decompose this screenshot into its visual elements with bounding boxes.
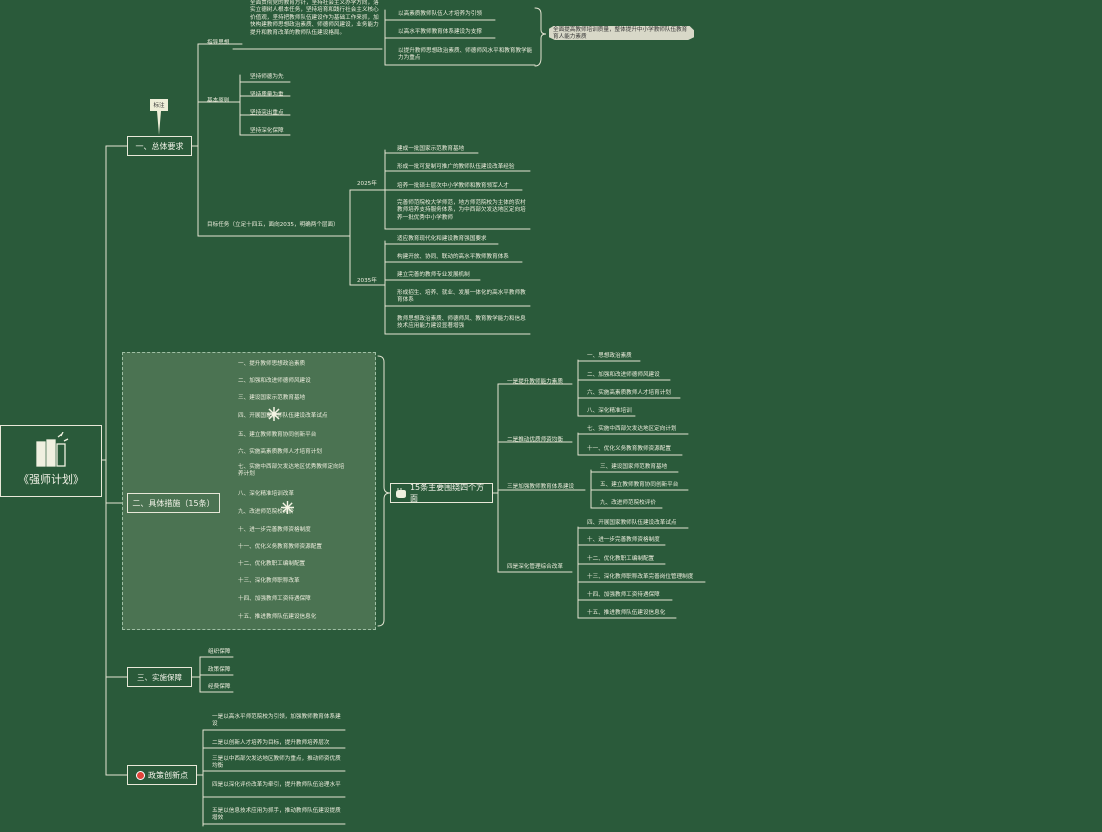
support-item[interactable]: 政策保障: [208, 667, 231, 673]
aspect-item[interactable]: 六、实施高素质教师人才培育计划: [587, 390, 671, 396]
innovation-item[interactable]: 三是以中西部欠发达地区教师为重点，推动师资优质均衡: [212, 756, 341, 770]
goal-2025-item[interactable]: 完善师范院校大学师范，地方师范院校为主体的农村教师培养支持服务体系，为中西部欠发…: [397, 200, 526, 221]
aspect-item[interactable]: 八、深化精准培训: [587, 408, 632, 414]
aspect-item[interactable]: 十三、深化教师职称改革完善岗位管理制度: [587, 574, 694, 580]
aspect-item[interactable]: 九、改进师范院校评价: [600, 500, 656, 506]
goal-2025-item[interactable]: 建成一批国家示范教育基地: [397, 146, 465, 152]
red-dot-icon: [136, 770, 145, 780]
branch-support[interactable]: 三、实施保障: [127, 667, 192, 687]
sparkle-icon: [267, 407, 281, 421]
aspect-item[interactable]: 七、实施中西部欠发达地区定向计划: [587, 426, 677, 432]
goal-2025-item[interactable]: 形成一批可复制可推广的教师队伍建设改革经验: [397, 164, 515, 170]
aspect-item[interactable]: 一、思想政治素质: [587, 353, 632, 359]
measure-item[interactable]: 一、提升教师思想政治素质: [238, 361, 306, 367]
measure-item[interactable]: 六、实施高素质教师人才培育计划: [238, 449, 322, 455]
measure-item[interactable]: 十、进一步完善教师资格制度: [238, 527, 311, 533]
goal-2035-item[interactable]: 形成招生、培养、就业、发展一体化的高水平教师教育体系: [397, 290, 526, 304]
root-title: 《强师计划》: [18, 473, 84, 486]
aspect-label[interactable]: 三是加强教师教育体系建设: [507, 484, 575, 490]
book-stack-icon: [36, 432, 69, 467]
aspect-item[interactable]: 五、建立教师教育协同创新平台: [600, 482, 679, 488]
measure-item[interactable]: 四、开展国家教师队伍建设改革试点: [238, 413, 328, 419]
measure-item[interactable]: 五、建立教师教育协同创新平台: [238, 432, 317, 438]
guiding-item[interactable]: 以提升教师思想政治素质、师德师风水平和教育教学能力为重点: [398, 48, 533, 62]
measure-item[interactable]: 十二、优化教职工编制配置: [238, 561, 306, 567]
principle-item[interactable]: 坚持深化保障: [250, 128, 284, 134]
measure-item[interactable]: 九、改进师范院校评价: [238, 509, 294, 515]
aspect-label[interactable]: 二是推动优质师资均衡: [507, 437, 563, 443]
principle-item[interactable]: 坚持师德为先: [250, 74, 284, 80]
measure-item[interactable]: 十四、加强教师工资待遇保障: [238, 596, 311, 602]
root-node[interactable]: 《强师计划》: [0, 425, 102, 497]
aspect-item[interactable]: 三、建设国家师范教育基地: [600, 464, 668, 470]
year-2035-label[interactable]: 2035年: [357, 278, 377, 284]
guiding-item[interactable]: 以高水平教师教育体系建设为支撑: [398, 29, 482, 35]
goals-label[interactable]: 目标任务（立足十四五，面向2035，明确两个层面）: [207, 222, 339, 228]
measure-item[interactable]: 七、实施中西部欠发达地区优秀教师定向培养计划: [238, 464, 345, 478]
guiding-summary[interactable]: 全面提高教师培训质量，整体提升中小学教师队伍教育育人能力素质: [549, 26, 694, 40]
aspect-label[interactable]: 四是深化管理综合改革: [507, 564, 563, 570]
sparkle-icon: [281, 501, 294, 514]
guiding-label[interactable]: 指导思想: [207, 40, 230, 46]
tag-pin-icon: [157, 111, 161, 135]
measure-item[interactable]: 八、深化精准培训改革: [238, 491, 294, 497]
innovation-item[interactable]: 五是以信息技术应用为抓手，推动教师队伍建设提质增效: [212, 808, 341, 822]
goal-2025-item[interactable]: 培养一批硕士层次中小学教师和教育领军人才: [397, 183, 509, 189]
note-tag[interactable]: 标注: [150, 99, 168, 111]
aspect-label[interactable]: 一是提升教师能力素质: [507, 379, 563, 385]
goal-2035-item[interactable]: 构建开放、协同、联动的高水平教师教育体系: [397, 254, 509, 260]
principle-item[interactable]: 坚持质量为重: [250, 92, 284, 98]
branch-measures[interactable]: 二、具体措施（15条）: [127, 493, 220, 513]
aspect-item[interactable]: 十一、优化义务教育教师资源配置: [587, 446, 671, 452]
support-item[interactable]: 组织保障: [208, 649, 231, 655]
measure-item[interactable]: 十一、优化义务教育教师资源配置: [238, 544, 322, 550]
measure-item[interactable]: 二、加强和改进师德师风建设: [238, 378, 311, 384]
goal-2035-item[interactable]: 教师思想政治素质、师德师风、教育教学能力和信息技术应用能力建设显著增强: [397, 316, 526, 330]
measures-group: [122, 352, 376, 630]
goal-2035-item[interactable]: 适应教育现代化和建设教育强国要求: [397, 236, 487, 242]
aspect-item[interactable]: 十、进一步完善教师资格制度: [587, 537, 660, 543]
goal-2035-item[interactable]: 建立完善的教师专业发展机制: [397, 272, 470, 278]
innovation-item[interactable]: 二是以创新人才培养为目标，提升教师培养层次: [212, 740, 330, 746]
aspects-hub-label: 15条主要围绕四个方面: [409, 483, 485, 503]
innovation-item[interactable]: 一是以高水平师范院校为引领，加强教师教育体系建设: [212, 714, 341, 728]
principles-label[interactable]: 基本原则: [207, 98, 230, 104]
aspect-item[interactable]: 十二、优化教职工编制配置: [587, 556, 655, 562]
innovation-item[interactable]: 四是以深化评价改革为牵引，提升教师队伍治理水平: [212, 782, 341, 788]
branch-innovation-label: 政策创新点: [148, 770, 188, 780]
branch-innovation[interactable]: 政策创新点: [127, 765, 197, 785]
measure-item[interactable]: 三、建设国家示范教育基地: [238, 395, 306, 401]
aspects-hub[interactable]: 15条主要围绕四个方面: [390, 483, 493, 503]
aspect-item[interactable]: 四、开展国家教师队伍建设改革试点: [587, 520, 677, 526]
guiding-text[interactable]: 全面贯彻党的教育方针，坚持社会主义办学方向，落实立德树人根本任务，坚持培育和践行…: [250, 0, 379, 36]
support-item[interactable]: 经费保障: [208, 684, 231, 690]
branch-overall[interactable]: 一、总体要求: [127, 136, 192, 156]
principle-item[interactable]: 坚持突出重点: [250, 110, 284, 116]
aspect-item[interactable]: 十五、推进教师队伍建设信息化: [587, 610, 666, 616]
aspect-item[interactable]: 十四、加强教师工资待遇保障: [587, 592, 660, 598]
guiding-item[interactable]: 以高素质教师队伍人才培养为引领: [398, 11, 482, 17]
year-2025-label[interactable]: 2025年: [357, 181, 377, 187]
measure-item[interactable]: 十三、深化教师职称改革: [238, 578, 300, 584]
hand-icon: [395, 487, 406, 498]
measure-item[interactable]: 十五、推进教师队伍建设信息化: [238, 614, 317, 620]
aspect-item[interactable]: 二、加强和改进师德师风建设: [587, 372, 660, 378]
